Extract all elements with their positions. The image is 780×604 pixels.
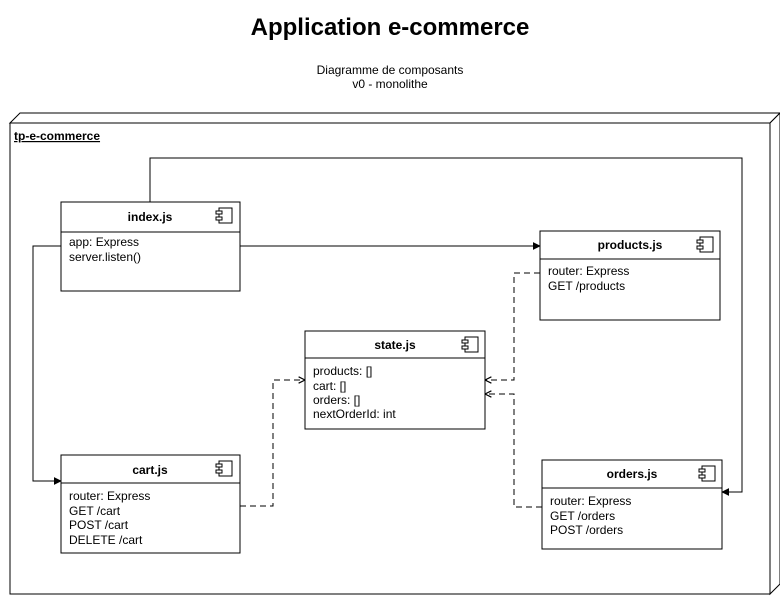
edge-index-cart	[32, 245, 62, 485]
component-name: cart.js	[132, 463, 168, 477]
connectors	[32, 157, 743, 508]
component-line: orders: []	[313, 393, 360, 407]
component-cart: cart.js router: Express GET /cart POST /…	[60, 454, 241, 554]
edge-cart-state	[240, 380, 305, 507]
component-line: cart: []	[313, 379, 346, 393]
diagram-version: v0 - monolithe	[352, 77, 428, 91]
component-icon	[698, 465, 716, 482]
component-line: products: []	[313, 364, 372, 378]
component-name: index.js	[128, 210, 173, 224]
component-line: nextOrderId: int	[313, 407, 396, 421]
diagram-subtitle: Diagramme de composants	[316, 63, 464, 77]
node-label: tp-e-commerce	[14, 129, 100, 143]
component-line: GET /cart	[69, 504, 121, 518]
component-icon	[215, 460, 233, 477]
edge-products-state	[485, 272, 540, 380]
component-icon	[461, 336, 479, 353]
component-state: state.js products: [] cart: [] orders: […	[304, 330, 486, 430]
component-index: index.js app: Express server.listen()	[60, 201, 241, 292]
component-name: products.js	[598, 238, 663, 252]
component-icon	[215, 207, 233, 224]
component-line: router: Express	[550, 494, 631, 508]
component-products: products.js router: Express GET /product…	[539, 230, 721, 321]
component-line: POST /orders	[550, 523, 623, 537]
component-line: POST /cart	[69, 518, 129, 532]
edge-orders-state	[485, 394, 542, 508]
component-line: router: Express	[548, 264, 629, 278]
component-name: state.js	[374, 338, 416, 352]
diagram-title: Application e-commerce	[250, 14, 530, 41]
component-line: DELETE /cart	[69, 533, 143, 547]
component-line: app: Express	[69, 235, 139, 249]
component-orders: orders.js router: Express GET /orders PO…	[541, 459, 723, 550]
component-icon	[696, 236, 714, 253]
component-line: GET /orders	[550, 509, 615, 523]
edge-index-orders	[149, 157, 743, 496]
component-line: router: Express	[69, 489, 150, 503]
component-line: server.listen()	[69, 250, 141, 264]
component-name: orders.js	[607, 467, 658, 481]
component-line: GET /products	[548, 279, 625, 293]
